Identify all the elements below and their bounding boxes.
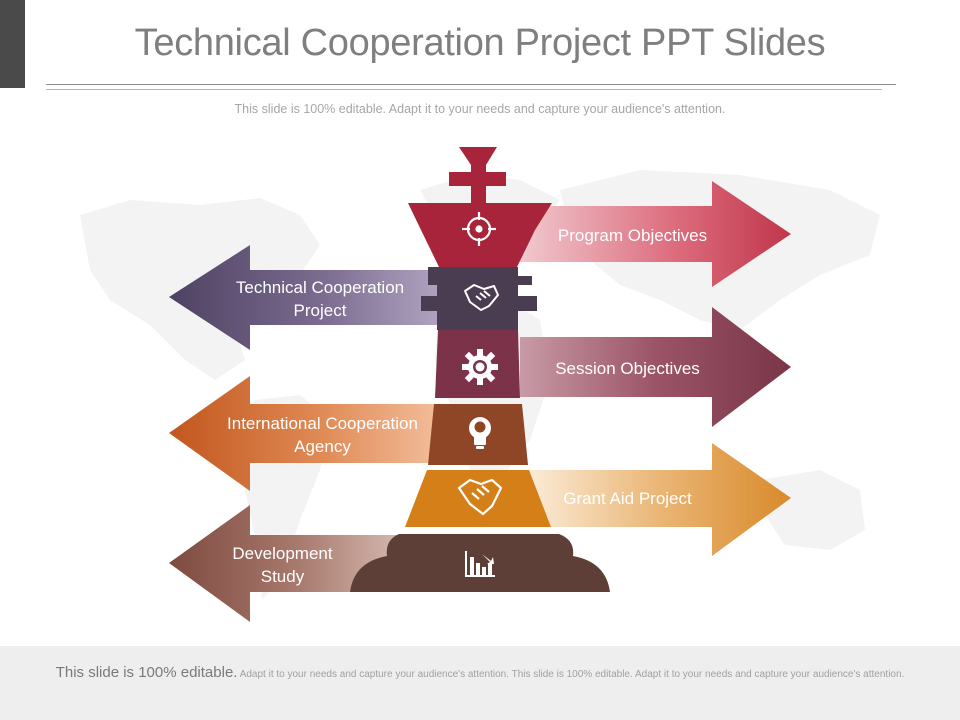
slide-title: Technical Cooperation Project PPT Slides	[134, 22, 826, 64]
corner-accent	[0, 0, 25, 88]
title-rule	[46, 84, 896, 85]
label-program-objectives: Program Objectives	[557, 226, 708, 245]
label-grant-aid-project: Grant Aid Project	[563, 489, 692, 508]
left-arrow-technical-cooperation	[169, 245, 445, 350]
right-arrow-program-objectives	[520, 181, 791, 287]
king-cross	[449, 147, 506, 203]
label-development-study: Development Study	[232, 544, 333, 586]
handshake-icon	[457, 478, 503, 516]
label-technical-cooperation: Technical Cooperation Project	[235, 278, 405, 320]
footer-body: Adapt it to your needs and capture your …	[239, 669, 905, 680]
right-arrow-grant-aid-project	[527, 443, 791, 556]
segment-target	[408, 203, 552, 267]
slide-subtitle: This slide is 100% editable. Adapt it to…	[234, 102, 726, 116]
target-icon	[462, 212, 496, 246]
title-rule-shadow	[46, 89, 882, 90]
bar-chart-icon	[465, 551, 495, 577]
lightbulb-icon	[469, 417, 491, 449]
left-arrow-development-study	[169, 505, 400, 622]
right-arrow-session-objectives	[520, 307, 791, 427]
label-session-objectives: Session Objectives	[555, 359, 700, 378]
footer-text: This slide is 100% editable. Adapt it to…	[30, 664, 930, 682]
handshake-icon	[464, 284, 499, 311]
label-international-cooperation: International Cooperation Agency	[227, 414, 418, 456]
footer-lead: This slide is 100% editable.	[55, 664, 238, 681]
gear-icon	[462, 349, 498, 385]
footer-bar: This slide is 100% editable. Adapt it to…	[0, 646, 960, 720]
left-arrow-international-cooperation	[169, 376, 445, 491]
